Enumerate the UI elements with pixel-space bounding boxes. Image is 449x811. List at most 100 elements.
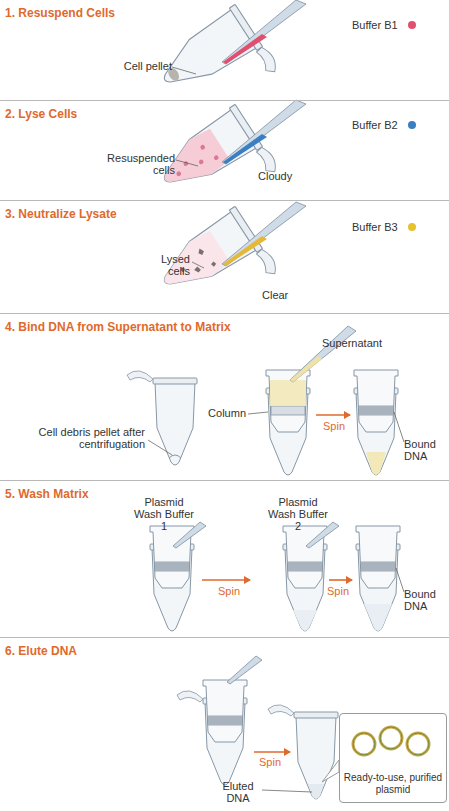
spin-arrow bbox=[202, 579, 250, 581]
part-label: Buffer B2 bbox=[352, 119, 412, 131]
part-label: Bound DNA bbox=[404, 588, 448, 612]
plasmid-ring bbox=[380, 727, 402, 749]
leader-line bbox=[192, 262, 204, 268]
plasmid-circles bbox=[353, 727, 429, 755]
tube-lid bbox=[177, 691, 203, 702]
leader-line bbox=[396, 568, 404, 592]
part-label: Plasmid Wash Buffer 1 bbox=[132, 496, 196, 532]
buffer-liquid bbox=[223, 236, 267, 266]
cell-dot bbox=[198, 159, 204, 165]
pipette bbox=[222, 100, 306, 164]
bound-dna-matrix bbox=[359, 406, 393, 415]
part-label: Column bbox=[196, 407, 246, 419]
spin-column bbox=[356, 526, 400, 588]
flow-through bbox=[364, 604, 392, 631]
pipette bbox=[306, 522, 339, 548]
column-assembly bbox=[283, 526, 327, 631]
cell-dot bbox=[199, 144, 205, 150]
buffer-dot bbox=[408, 21, 416, 29]
buffer-dot bbox=[408, 223, 416, 231]
bound-dna-matrix bbox=[361, 562, 395, 571]
spin-label: Spin bbox=[314, 420, 354, 432]
column-assembly bbox=[354, 370, 398, 475]
tube-body bbox=[151, 4, 262, 101]
part-label: Cell pellet bbox=[110, 60, 172, 72]
step-heading: 5. Wash Matrix bbox=[5, 487, 89, 501]
step-band: 1. Resuspend Cells bbox=[0, 0, 449, 100]
part-label: Lysed cells bbox=[150, 253, 190, 277]
plasmid-ring bbox=[407, 733, 429, 755]
part-label: Clear bbox=[262, 289, 302, 301]
pipette bbox=[227, 656, 262, 684]
buffer-liquid bbox=[223, 134, 267, 164]
flow-through bbox=[366, 452, 386, 475]
pipette bbox=[173, 522, 206, 548]
part-label: Eluted DNA bbox=[212, 780, 264, 804]
tube-lid bbox=[127, 371, 153, 382]
debris bbox=[193, 266, 201, 274]
eluate-tube bbox=[268, 705, 338, 799]
bound-dna-matrix bbox=[288, 562, 322, 571]
tube-lid bbox=[268, 705, 294, 716]
spin-column bbox=[354, 370, 398, 432]
part-label: Buffer B1 bbox=[352, 19, 412, 31]
tube-lid bbox=[254, 247, 280, 277]
pipette bbox=[290, 326, 356, 382]
supernatant-liquid bbox=[290, 356, 322, 382]
buffer-dot bbox=[408, 121, 416, 129]
debris-pellet bbox=[169, 455, 181, 458]
eluted-liquid bbox=[308, 784, 324, 799]
step-heading: 2. Lyse Cells bbox=[5, 107, 77, 121]
spin-column bbox=[266, 370, 310, 432]
pipette bbox=[222, 202, 306, 266]
cell-dot bbox=[176, 171, 182, 177]
spin-arrow bbox=[329, 579, 352, 581]
callout-text: Ready-to-use, purified plasmid bbox=[342, 772, 444, 796]
callout-box: Ready-to-use, purified plasmid bbox=[339, 713, 447, 803]
microcentrifuge-tube bbox=[294, 712, 338, 799]
part-label: Supernatant bbox=[322, 337, 402, 349]
step-heading: 6. Elute DNA bbox=[5, 644, 77, 658]
leader-line bbox=[176, 160, 198, 166]
step-heading: 4. Bind DNA from Supernatant to Matrix bbox=[5, 320, 231, 334]
part-label: Buffer B3 bbox=[352, 221, 412, 233]
supernatant-liquid bbox=[270, 380, 306, 406]
spin-label: Spin bbox=[321, 585, 355, 597]
column-assembly bbox=[356, 526, 400, 631]
debris bbox=[210, 261, 216, 267]
pellet-tube bbox=[127, 371, 197, 465]
step-band: 2. Lyse Cells bbox=[0, 100, 449, 200]
part-label: Resuspended cells bbox=[100, 152, 175, 176]
part-label: Plasmid Wash Buffer 2 bbox=[266, 496, 330, 532]
plasmid-ring bbox=[353, 733, 375, 755]
tube-body bbox=[153, 378, 197, 465]
step-heading: 3. Neutralize Lysate bbox=[5, 207, 117, 221]
part-label: Bound DNA bbox=[404, 438, 448, 462]
step-heading: 1. Resuspend Cells bbox=[5, 6, 115, 20]
spin-arrow bbox=[254, 751, 290, 753]
tube-lid bbox=[254, 45, 280, 75]
spin-label: Spin bbox=[250, 756, 290, 768]
step-band: 3. Neutralize Lysate bbox=[0, 200, 449, 313]
part-label: Cloudy bbox=[258, 170, 308, 182]
leader-line bbox=[248, 412, 268, 414]
step-band: 5. Wash Matrix bbox=[0, 480, 449, 637]
debris bbox=[197, 247, 206, 256]
pipette bbox=[222, 0, 306, 64]
bound-dna-matrix bbox=[155, 562, 189, 571]
part-label: Cell debris pellet after centrifugation bbox=[10, 426, 145, 450]
bound-dna-matrix bbox=[208, 716, 242, 725]
column-assembly bbox=[266, 370, 310, 475]
elution-tube bbox=[177, 680, 247, 785]
leader-line bbox=[172, 67, 196, 74]
cell-dot bbox=[213, 154, 219, 160]
flow-through bbox=[293, 610, 317, 631]
plasmid-ring bbox=[353, 733, 375, 755]
leader-line bbox=[394, 412, 404, 442]
column-assembly bbox=[150, 526, 194, 631]
buffer-liquid bbox=[223, 34, 267, 64]
callout-pointer bbox=[322, 760, 339, 782]
leader-line bbox=[148, 440, 172, 455]
plasmid-ring bbox=[380, 727, 402, 749]
